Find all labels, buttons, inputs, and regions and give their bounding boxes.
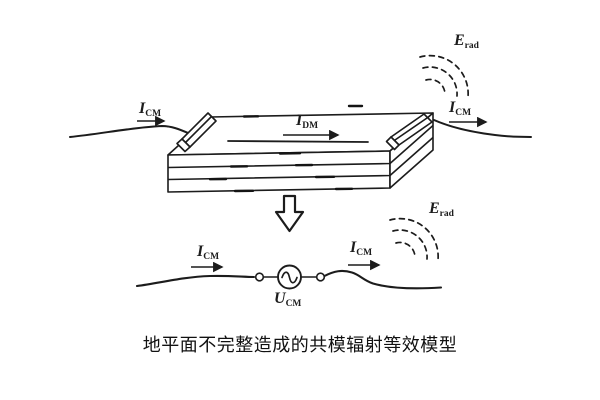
- down-arrow: [274, 194, 305, 233]
- current-arrows: [137, 115, 488, 273]
- e-field-symbol: E: [429, 200, 440, 217]
- current-symbol: I: [449, 99, 456, 116]
- equivalent-circuit: [135, 264, 443, 290]
- pcb-slab: [167, 112, 434, 193]
- current-symbol: I: [197, 243, 204, 260]
- right-connector: [385, 113, 433, 151]
- current-symbol: I: [296, 112, 303, 129]
- cable-right: [433, 119, 532, 138]
- label-icm-bottom-right: ICM: [350, 239, 373, 258]
- radiation-arcs-top: [419, 54, 469, 98]
- current-symbol: I: [350, 239, 357, 256]
- left-connector: [176, 112, 217, 153]
- e-field-symbol: E: [454, 32, 465, 49]
- label-icm-top-right: ICM: [449, 99, 472, 118]
- ac-source-icon: [277, 264, 302, 290]
- dipole-wire-right: [323, 269, 443, 290]
- label-erad-bottom: Erad: [429, 200, 454, 219]
- label-erad-top: Erad: [454, 32, 479, 51]
- pcb-front-face: [167, 150, 391, 193]
- pcb-layer-lines: [167, 124, 434, 181]
- dipole-wire-left: [135, 274, 256, 288]
- figure-caption: 地平面不完整造成的共模辐射等效模型: [142, 335, 458, 355]
- cable-left: [69, 124, 189, 138]
- label-idm: IDM: [296, 112, 319, 131]
- voltage-symbol: U: [274, 290, 286, 307]
- radiation-arcs-bottom: [389, 217, 439, 261]
- pcb-trace-line: [227, 140, 369, 143]
- label-ucm: UCM: [274, 290, 302, 309]
- label-icm-bottom-left: ICM: [197, 243, 220, 262]
- label-icm-top-left: ICM: [139, 100, 162, 119]
- terminal-right: [315, 272, 326, 282]
- scan-texture-dashes: [208, 104, 364, 193]
- terminal-left: [254, 272, 265, 282]
- current-symbol: I: [139, 100, 146, 117]
